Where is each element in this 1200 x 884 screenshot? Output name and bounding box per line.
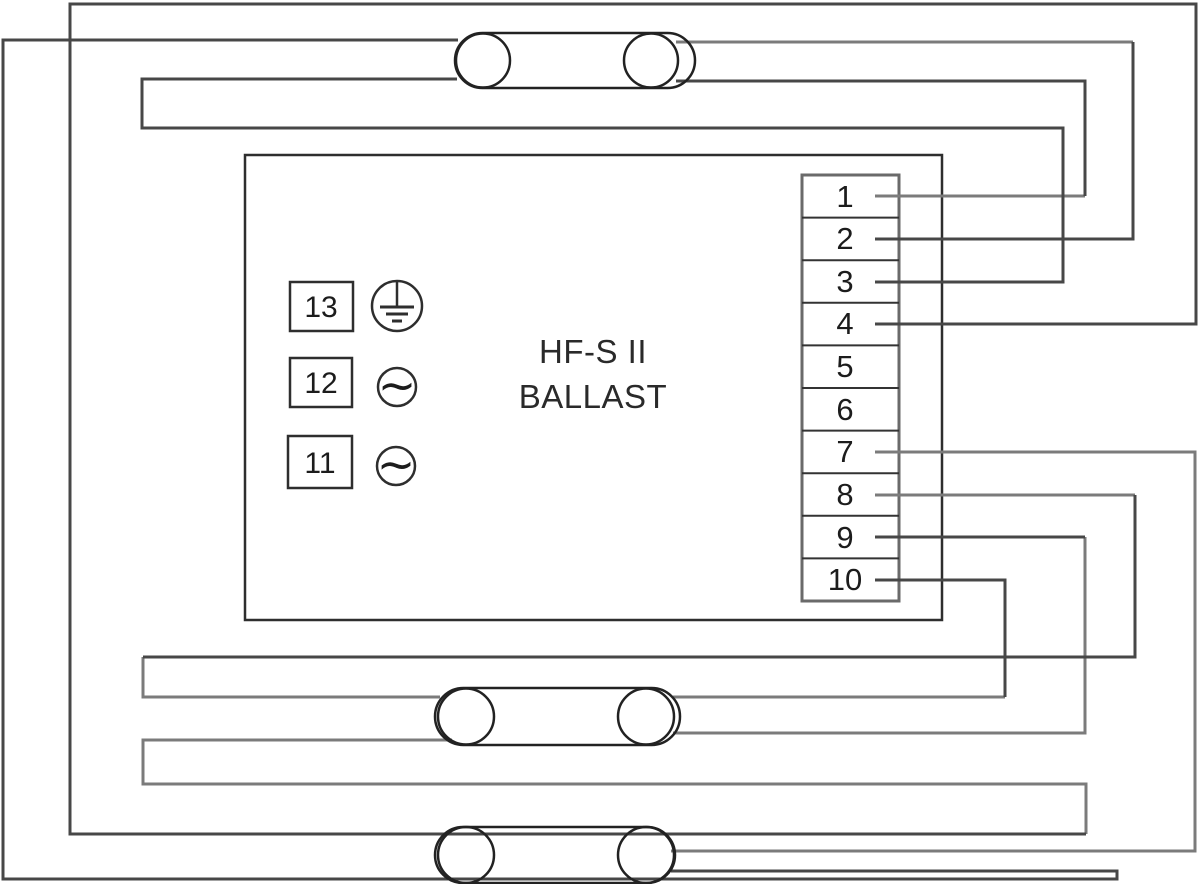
wire-outer-loop-tail <box>141 738 1088 834</box>
terminal-7-label: 7 <box>836 434 853 469</box>
ballast-name-line1: HF-S II <box>539 333 647 370</box>
terminal-2-label: 2 <box>836 221 853 256</box>
terminal-10-label: 10 <box>828 562 862 597</box>
ac-supply-icon: ~ <box>376 358 418 412</box>
wires-gray <box>141 40 1197 853</box>
lamp-tube <box>453 31 697 90</box>
terminal-strip-labels: 1 2 3 4 5 6 7 8 9 10 <box>828 179 862 597</box>
lamp-cap-right <box>616 687 676 746</box>
terminal-13-label: 13 <box>304 291 337 324</box>
wire-terminal-4-outer-loop <box>68 2 1198 836</box>
protective-earth-icon <box>370 279 424 333</box>
lamp-cap-right <box>622 32 680 89</box>
lamp-cap-left <box>436 687 496 746</box>
wire-terminal-3 <box>140 77 1065 284</box>
lamp-tube <box>433 686 682 747</box>
wire-terminal-7 <box>671 450 1197 853</box>
ac-tilde-glyph: ~ <box>378 358 417 412</box>
terminal-12-box <box>288 356 354 409</box>
terminal-5-label: 5 <box>836 349 853 384</box>
lamps <box>433 31 697 884</box>
wire-terminal-8-return <box>143 495 1137 659</box>
right-terminal-strip: 1 2 3 4 5 6 7 8 9 10 <box>800 173 901 603</box>
wire-terminal-9-tail <box>673 537 1087 735</box>
terminal-6-label: 6 <box>836 392 853 427</box>
ballast-name-line2: BALLAST <box>519 378 667 415</box>
wire-terminal-10 <box>875 578 1007 697</box>
terminal-11-label: 11 <box>304 447 335 480</box>
lamp-cap-right <box>616 825 676 884</box>
wire-terminal-8-tail <box>141 657 440 699</box>
terminal-13-box <box>288 280 355 333</box>
ac-tilde-glyph: ~ <box>377 437 416 491</box>
left-terminal-block: 13 12 11 ~ ~ <box>286 279 424 491</box>
wire-far-left-loop <box>1 38 1119 881</box>
lamp-cap-left <box>436 825 496 884</box>
terminal-8-label: 8 <box>836 477 853 512</box>
terminal-9-label: 9 <box>836 520 853 555</box>
terminal-11-box <box>286 434 354 490</box>
fluorescent-lamp-middle <box>433 686 682 747</box>
terminal-4-label: 4 <box>836 306 853 341</box>
fluorescent-lamp-top <box>453 31 697 90</box>
wire-terminal-1-riser <box>676 79 1087 196</box>
wire-terminal-2-riser <box>875 42 1135 241</box>
terminal-strip-separators <box>802 216 899 560</box>
ac-supply-icon: ~ <box>375 437 417 491</box>
terminal-12-label: 12 <box>304 367 337 400</box>
terminal-1-label: 1 <box>836 179 853 214</box>
lamp-cap-left <box>454 32 512 89</box>
terminal-3-label: 3 <box>836 264 853 299</box>
fluorescent-lamp-bottom <box>433 825 677 884</box>
